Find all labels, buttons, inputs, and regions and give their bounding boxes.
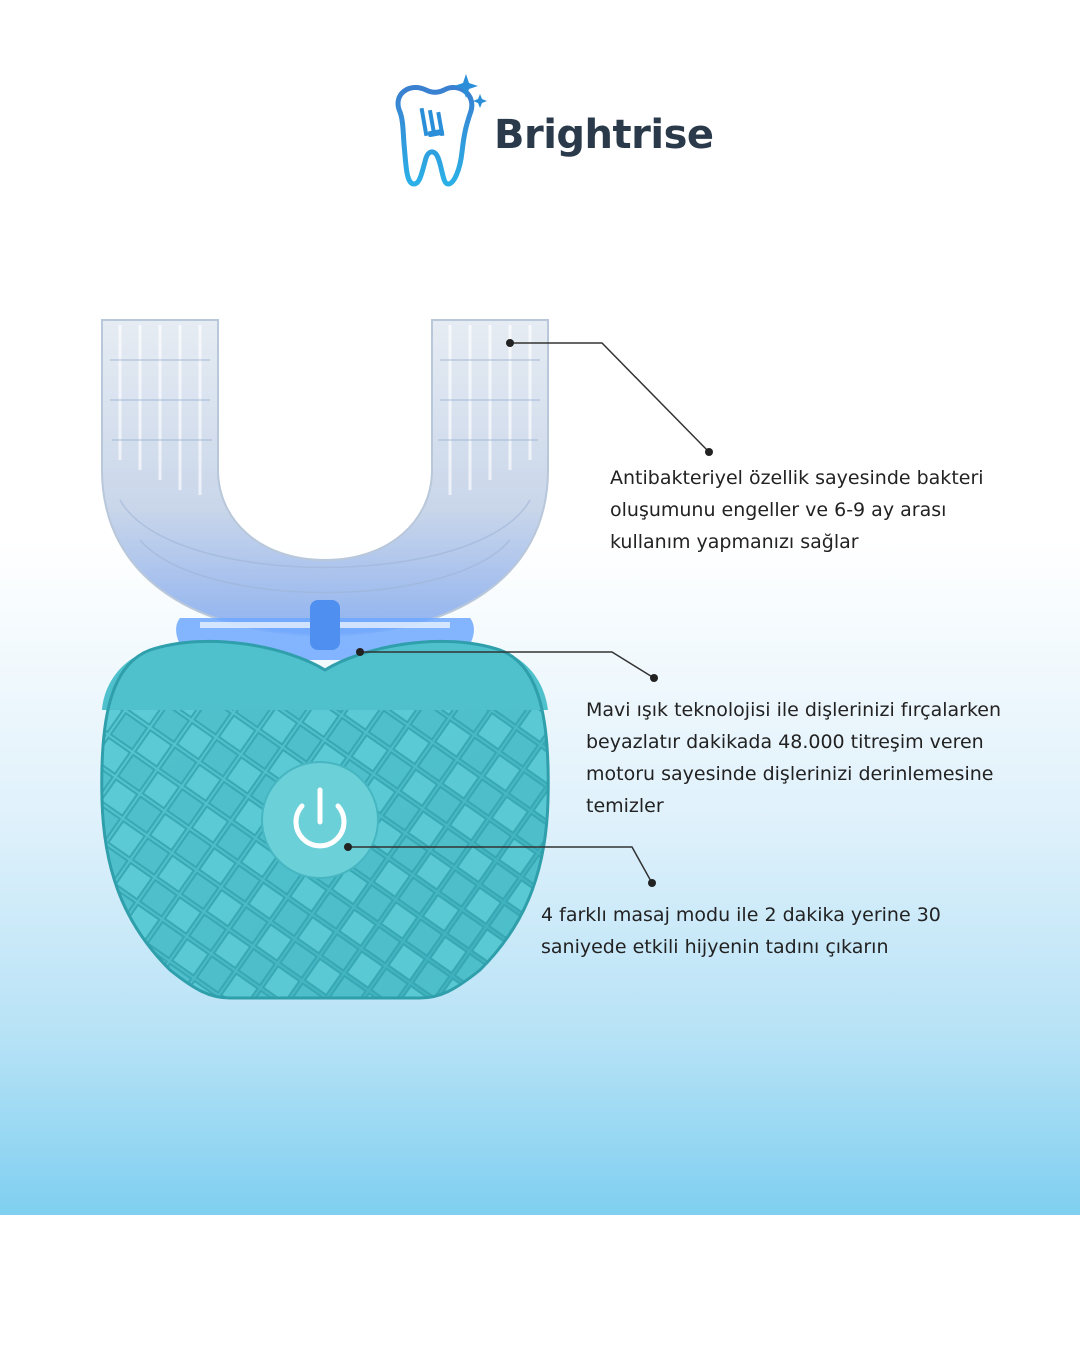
- tooth-brush-sparkle-icon: [395, 74, 487, 187]
- power-button[interactable]: [261, 761, 379, 879]
- callout-line: 4 farklı masaj modu ile 2 dakika yerine …: [541, 904, 941, 926]
- brand-logo: Brightrise: [388, 72, 714, 192]
- background-gradient: [0, 0, 1080, 1215]
- callout-line: kullanım yapmanızı sağlar: [610, 531, 859, 553]
- callout-line: oluşumunu engeller ve 6-9 ay arası: [610, 499, 947, 521]
- bottom-band: [0, 1215, 1080, 1350]
- brush-mouthpiece: [101, 319, 549, 637]
- callout-line: Mavi ışık teknolojisi ile dişlerinizi fı…: [586, 699, 1002, 721]
- callout-antibacterial: Antibakteriyel özellik sayesinde bakteri…: [610, 462, 1050, 558]
- callout-line: saniyede etkili hijyenin tadını çıkarın: [541, 936, 889, 958]
- callout-line: temizler: [586, 795, 664, 817]
- callout-massage-modes: 4 farklı masaj modu ile 2 dakika yerine …: [541, 899, 1011, 963]
- power-icon: [293, 787, 347, 849]
- callout-blue-light: Mavi ışık teknolojisi ile dişlerinizi fı…: [586, 694, 1071, 822]
- brand-name: Brightrise: [494, 112, 714, 158]
- toothbrush-product-image: [100, 319, 550, 1000]
- callout-line: beyazlatır dakikada 48.000 titreşim vere…: [586, 731, 984, 753]
- callout-line: motoru sayesinde dişlerinizi derinlemesi…: [586, 763, 994, 785]
- callout-line: Antibakteriyel özellik sayesinde bakteri: [610, 467, 984, 489]
